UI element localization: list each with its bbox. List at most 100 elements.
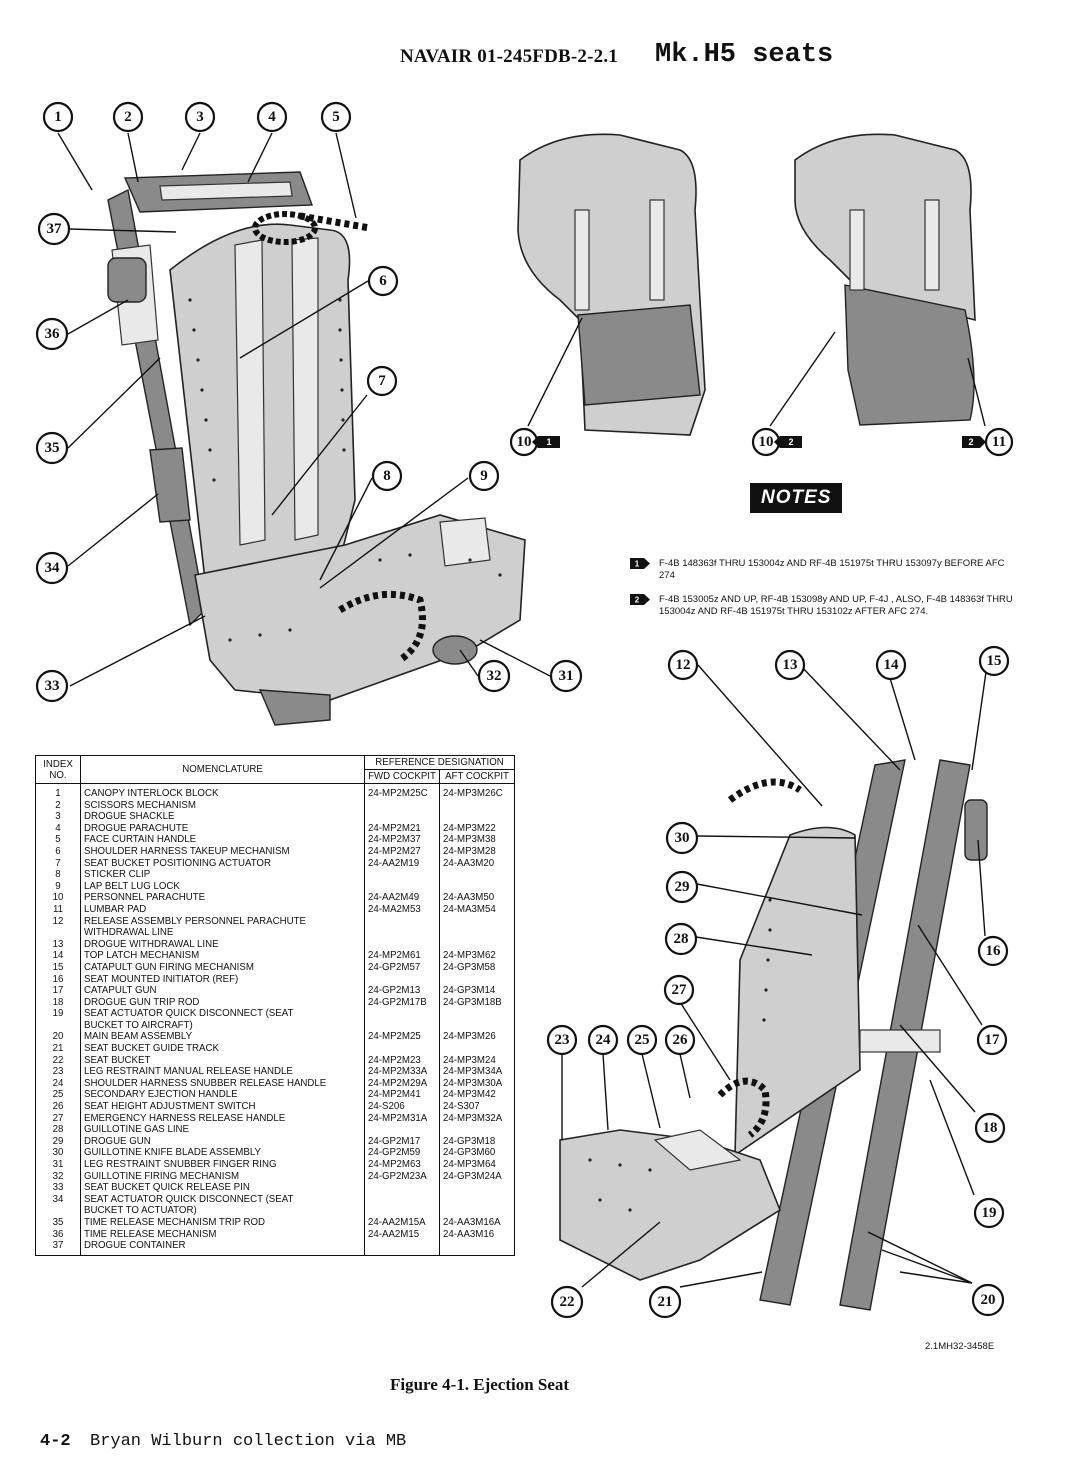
cell-index: 17 (35, 985, 81, 997)
cell-aft (439, 1240, 515, 1256)
cell-index: 16 (35, 973, 81, 986)
cell-index: 6 (35, 845, 81, 858)
cell-aft: 24-GP3M18B (439, 996, 515, 1009)
figure-caption: Figure 4-1. Ejection Seat (390, 1375, 570, 1394)
cell-fwd (364, 799, 440, 812)
seat-illustration-front (107, 171, 526, 726)
svg-text:24: 24 (596, 1032, 612, 1048)
cell-name: SEAT MOUNTED INITIATOR (REF) (80, 973, 365, 986)
cell-index: 26 (35, 1101, 81, 1113)
cell-index: 2 (35, 799, 81, 812)
callout-20: 20 (971, 1283, 1005, 1317)
cell-aft: 24-GP3M24A (439, 1170, 515, 1183)
callout-22: 22 (550, 1285, 584, 1319)
svg-text:27: 27 (672, 982, 688, 998)
cell-name: GUILLOTINE KNIFE BLADE ASSEMBLY (80, 1147, 365, 1159)
note-2-text: F-4B 153005z AND UP, RF-4B 153098y AND U… (659, 594, 1013, 617)
svg-text:14: 14 (884, 657, 900, 673)
svg-text:16: 16 (986, 943, 1002, 959)
cell-name: DROGUE PARACHUTE (80, 822, 365, 835)
cell-index: 22 (35, 1054, 81, 1067)
cell-index: 28 (35, 1124, 81, 1136)
header-reference-designation: REFERENCE DESIGNATION (364, 755, 515, 770)
svg-text:28: 28 (674, 931, 689, 947)
flag-2-icon: 2 (962, 436, 986, 448)
cell-aft (439, 1193, 515, 1206)
svg-text:1: 1 (546, 437, 551, 447)
cell-index: 12 (35, 915, 81, 928)
note-1: 1 F-4B 148363f THRU 153004z AND RF-4B 15… (630, 558, 1022, 582)
cell-fwd: 24-GP2M23A (364, 1170, 440, 1183)
callout-34: 34 (35, 551, 69, 585)
cell-aft: 24-GP3M18 (439, 1135, 515, 1148)
svg-text:25: 25 (635, 1032, 650, 1048)
cell-fwd (364, 811, 440, 823)
cell-fwd: 24-MP2M31A (364, 1112, 440, 1125)
parachute-pack-after-afc (794, 133, 976, 426)
cell-fwd (364, 1240, 440, 1256)
callout-5: 5 (320, 101, 352, 133)
svg-text:2: 2 (968, 437, 973, 447)
table-row: WITHDRAWAL LINE (35, 927, 515, 939)
callout-28: 28 (664, 922, 698, 956)
cell-name: LAP BELT LUG LOCK (80, 880, 365, 893)
cell-fwd: 24-MP2M23 (364, 1054, 440, 1067)
cell-name: FACE CURTAIN HANDLE (80, 834, 365, 846)
cell-index: 29 (35, 1135, 81, 1148)
cell-aft (439, 1019, 515, 1032)
nomenclature-table-container: INDEX NO. NOMENCLATURE REFERENCE DESIGNA… (35, 755, 515, 1256)
cell-name: SCISSORS MECHANISM (80, 799, 365, 812)
cell-fwd: 24-GP2M13 (364, 985, 440, 997)
svg-text:8: 8 (383, 468, 391, 484)
cell-aft: 24-MP3M64 (439, 1159, 515, 1171)
cell-index: 9 (35, 880, 81, 893)
note-2: 2 F-4B 153005z AND UP, RF-4B 153098y AND… (630, 594, 1022, 618)
cell-name: DROGUE CONTAINER (80, 1240, 365, 1256)
cell-fwd: 24-AA2M19 (364, 857, 440, 870)
callout-4: 4 (256, 101, 288, 133)
svg-text:23: 23 (555, 1032, 570, 1048)
cell-index: 37 (35, 1240, 81, 1256)
callout-21: 21 (648, 1285, 682, 1319)
svg-text:11: 11 (992, 434, 1006, 450)
cell-aft: 24-MA3M54 (439, 903, 515, 916)
cell-aft (439, 1124, 515, 1136)
cell-fwd: 24-MP2M33A (364, 1066, 440, 1078)
flag-2-icon: 2 (774, 436, 802, 448)
cell-aft (439, 973, 515, 986)
cell-name: SEAT BUCKET GUIDE TRACK (80, 1043, 365, 1055)
svg-text:1: 1 (635, 560, 640, 569)
cell-aft: 24-MP3M30A (439, 1077, 515, 1090)
cell-index: 11 (35, 903, 81, 916)
callout-14: 14 (875, 649, 907, 681)
cell-index: 10 (35, 892, 81, 904)
cell-fwd: 24-S206 (364, 1101, 440, 1113)
svg-text:2: 2 (635, 596, 640, 605)
cell-aft: 24-AA3M16 (439, 1228, 515, 1241)
svg-text:36: 36 (45, 326, 61, 342)
callout-26: 26 (664, 1024, 696, 1056)
callout-17: 17 (976, 1024, 1008, 1056)
svg-text:18: 18 (983, 1120, 998, 1136)
cell-fwd (364, 880, 440, 893)
cell-name: TOP LATCH MECHANISM (80, 950, 365, 962)
cell-aft (439, 799, 515, 812)
callout-23: 23 (546, 1024, 578, 1056)
cell-aft: 24-MP3M32A (439, 1112, 515, 1125)
cell-index: 31 (35, 1159, 81, 1171)
svg-text:29: 29 (675, 879, 690, 895)
cell-fwd: 24-MP2M27 (364, 845, 440, 858)
cell-index (35, 1205, 81, 1217)
cell-aft: 24-MP3M22 (439, 822, 515, 835)
svg-text:4: 4 (268, 109, 276, 125)
